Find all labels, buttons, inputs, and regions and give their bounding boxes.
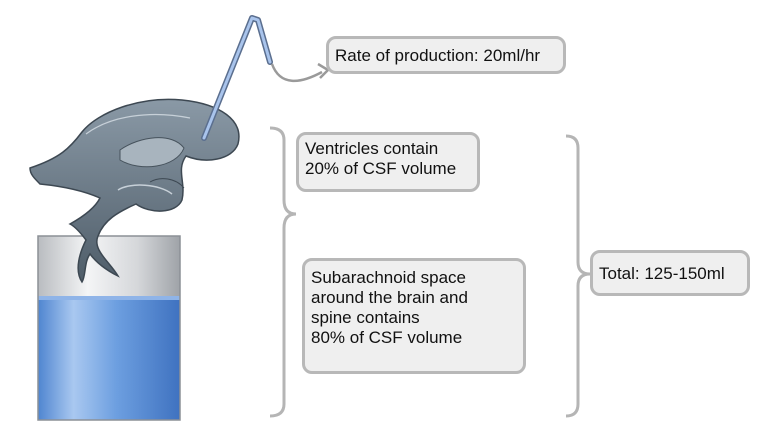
arrow-connector (270, 63, 323, 83)
subarachnoid-line-4: 80% of CSF volume (311, 328, 463, 347)
straw-icon (201, 15, 273, 141)
subarachnoid-line-2: around the brain and (311, 288, 468, 307)
beaker-icon (37, 235, 181, 421)
left-bracket (269, 126, 297, 418)
rate-callout: Rate of production: 20ml/hr (326, 36, 566, 74)
right-bracket (565, 134, 591, 418)
ventricles-line-1: Ventricles contain (305, 139, 439, 158)
total-callout: Total: 125-150ml (590, 250, 750, 296)
subarachnoid-line-1: Subarachnoid space (311, 268, 467, 287)
ventricles-callout: Ventricles contain 20% of CSF volume (296, 132, 480, 192)
total-text: Total: 125-150ml (599, 264, 725, 283)
ventricles-line-2: 20% of CSF volume (305, 159, 457, 178)
subarachnoid-callout: Subarachnoid space around the brain and … (302, 258, 526, 374)
subarachnoid-line-3: spine contains (311, 308, 420, 327)
ventricle-illustration (29, 98, 240, 284)
rate-text: Rate of production: 20ml/hr (335, 46, 541, 65)
